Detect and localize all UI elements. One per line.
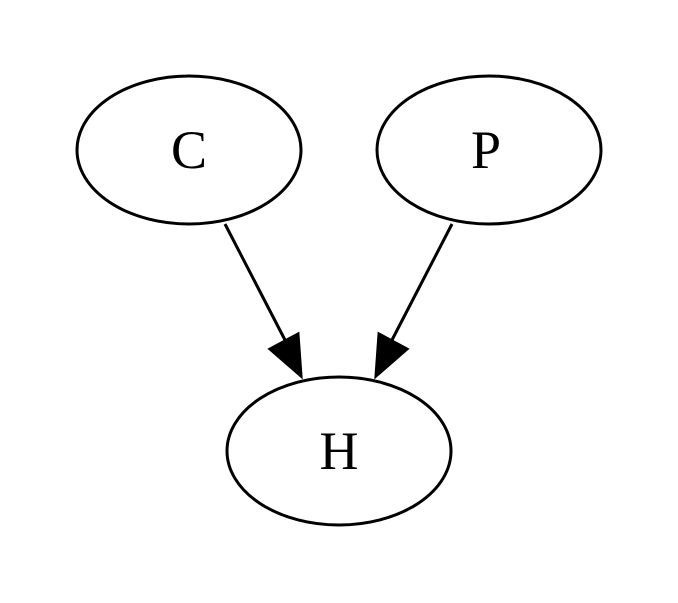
node-h-label: H: [320, 421, 359, 481]
edge-p-to-h-arrowhead: [374, 331, 410, 380]
node-c-ellipse: [75, 74, 303, 226]
edge-c-to-h-line: [223, 223, 287, 341]
node-h: H: [225, 375, 453, 527]
node-p: P: [375, 74, 603, 226]
edge-c-to-h-arrowhead: [267, 331, 303, 380]
node-p-label: P: [471, 120, 501, 180]
node-c-label: C: [171, 120, 207, 180]
edge-p-to-h-line: [390, 223, 454, 341]
node-c: C: [75, 74, 303, 226]
node-h-ellipse: [225, 375, 453, 527]
edge-p-to-h: [374, 223, 454, 380]
edge-c-to-h: [223, 223, 303, 380]
node-p-ellipse: [375, 74, 603, 226]
